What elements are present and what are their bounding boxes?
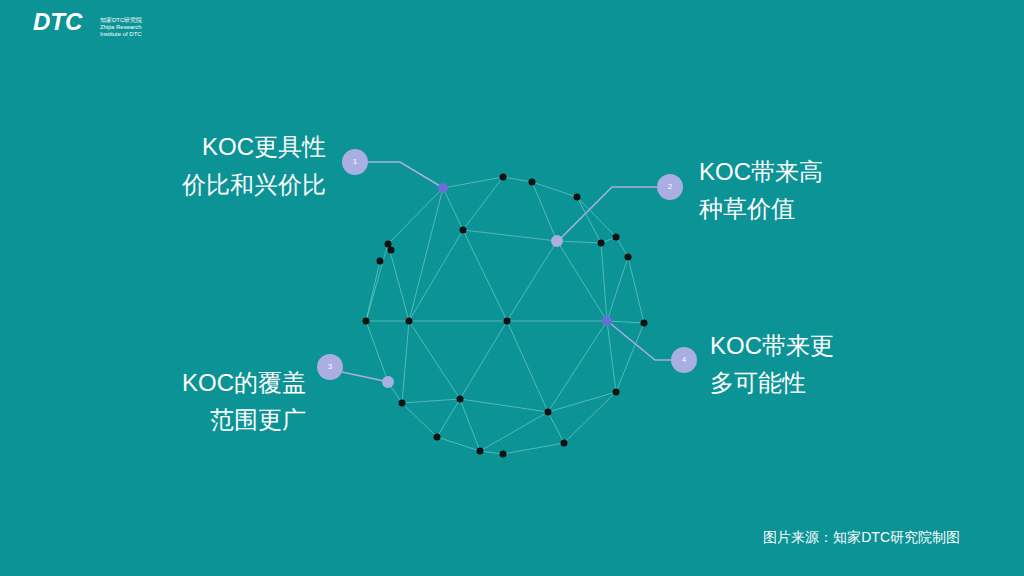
callout-number: 4 [671, 347, 697, 373]
mesh-line [460, 399, 480, 451]
leader-line [561, 187, 657, 238]
mesh-line [463, 177, 503, 230]
sphere-mesh [366, 177, 644, 454]
mesh-line [503, 443, 564, 454]
mesh-line [532, 182, 577, 197]
mesh-line [460, 399, 548, 412]
callout-circle: 1 [342, 149, 368, 175]
mesh-dot [504, 318, 511, 325]
mesh-dot [602, 316, 612, 326]
mesh-dot [434, 434, 441, 441]
mesh-line [607, 257, 628, 321]
callout-number: 1 [342, 149, 368, 175]
mesh-line [507, 321, 607, 322]
callout-text: KOC带来高种草价值 [699, 153, 829, 227]
callout-number: 3 [317, 354, 343, 380]
mesh-dot [477, 448, 484, 455]
mesh-dot [385, 241, 392, 248]
mesh-dot [613, 389, 620, 396]
circle-fill [671, 347, 697, 373]
callout-text: KOC更具性价比和兴价比 [180, 128, 326, 204]
mesh-dot [500, 174, 507, 181]
mesh-line [460, 321, 507, 399]
mesh-dot [457, 396, 464, 403]
mesh-line [548, 321, 607, 412]
image-source-caption: 图片来源：知家DTC研究院制图 [763, 528, 960, 546]
mesh-line [616, 323, 644, 392]
mesh-line [463, 230, 507, 321]
circle-fill [342, 149, 368, 175]
mesh-dot [460, 227, 467, 234]
mesh-line [577, 197, 601, 243]
mesh-dot [613, 234, 620, 241]
mesh-line [409, 188, 443, 321]
mesh-line [437, 399, 460, 437]
mesh-line [480, 412, 548, 451]
mesh-dot [561, 440, 568, 447]
mesh-line [366, 244, 388, 321]
callout-circle: 2 [657, 174, 683, 200]
mesh-dot [641, 320, 648, 327]
callout-text: KOC的覆盖范围更广 [176, 364, 306, 438]
logo-subtitle: Zhijia Research Institute of DTC [100, 24, 160, 38]
mesh-line [607, 321, 616, 392]
mesh-line [409, 321, 507, 322]
mesh-dot [574, 194, 581, 201]
mesh-line [402, 399, 460, 403]
leader-line [342, 372, 384, 381]
mesh-line [402, 403, 437, 437]
mesh-line [503, 177, 532, 182]
callout-number: 2 [657, 174, 683, 200]
mesh-line [628, 257, 644, 323]
leader-line [611, 324, 671, 360]
mesh-line [409, 230, 463, 321]
mesh-dot [625, 254, 632, 261]
circle-fill [317, 354, 343, 380]
callout-circle: 3 [317, 354, 343, 380]
mesh-line [366, 261, 380, 321]
mesh-line [601, 243, 607, 321]
mesh-line [607, 321, 644, 323]
callout-circle: 4 [671, 347, 697, 373]
mesh-line [366, 321, 409, 322]
mesh-line [557, 241, 601, 243]
mesh-dot [363, 318, 370, 325]
mesh-line [548, 392, 616, 412]
mesh-line [507, 241, 557, 321]
mesh-line [463, 230, 557, 241]
mesh-line [402, 321, 409, 403]
mesh-line [532, 182, 557, 241]
leader-lines [342, 162, 671, 381]
mesh-dot [377, 258, 384, 265]
mesh-dot [500, 451, 507, 458]
mesh-dot [545, 409, 552, 416]
circle-fill [657, 174, 683, 200]
mesh-line [409, 321, 460, 399]
mesh-line [557, 241, 607, 321]
mesh-line [443, 177, 503, 188]
mesh-dot [529, 179, 536, 186]
mesh-dot [598, 240, 605, 247]
mesh-line [388, 244, 409, 321]
mesh-dot [388, 247, 395, 254]
mesh-line [388, 188, 443, 244]
mesh-dot [382, 376, 394, 388]
mesh-line [548, 412, 564, 443]
mesh-dot [551, 235, 563, 247]
leader-line [368, 162, 440, 186]
mesh-line [437, 437, 480, 451]
mesh-dot [406, 318, 413, 325]
mesh-dot [438, 183, 448, 193]
mesh-line [443, 188, 463, 230]
callout-text: KOC带来更多可能性 [710, 327, 840, 401]
mesh-dot [399, 400, 406, 407]
sphere-dots [363, 174, 648, 458]
logo-subtitle: 知家DTC研究院 [100, 16, 170, 24]
mesh-line [366, 321, 388, 382]
mesh-line [507, 321, 548, 412]
logo-text: DTC [33, 8, 103, 36]
